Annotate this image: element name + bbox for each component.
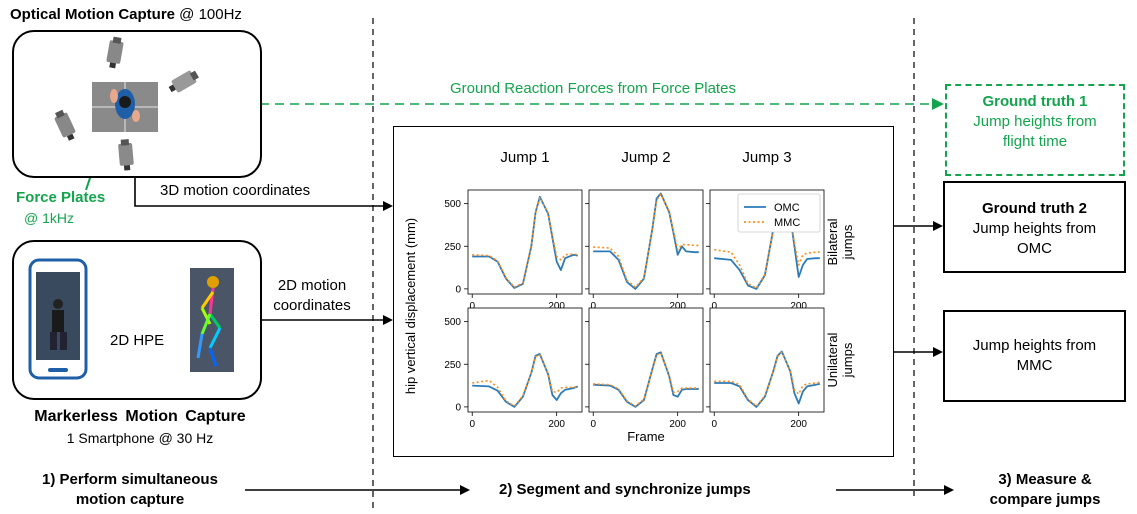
legend-label: MMC [774, 217, 800, 229]
mmc-jump-box: Jump heights from MMC [943, 310, 1126, 402]
ground-truth-1-box: Ground truth 1 Jump heights from flight … [945, 84, 1125, 176]
series-line-omc [593, 192, 699, 290]
step1-line1: 1) Perform simultaneous [42, 471, 218, 488]
x-axis-label: Frame [627, 429, 665, 444]
step1-line2: motion capture [75, 491, 185, 508]
x-tick-label: 0 [711, 301, 717, 312]
step3-line2: compare jumps [989, 491, 1101, 508]
camera-icon [54, 109, 76, 141]
step3-label: 3) Measure & compare jumps [960, 470, 1130, 510]
to-mmc-arrowhead [933, 347, 943, 357]
x-tick-label: 200 [548, 419, 565, 430]
x-tick-label: 0 [590, 301, 596, 312]
truth1-title: Ground truth 1 [982, 93, 1088, 110]
truth2-line1: Jump heights from [972, 220, 1097, 237]
x-tick-label: 200 [669, 419, 686, 430]
series-line-mmc [593, 193, 699, 288]
y-tick-label: 500 [444, 199, 461, 210]
force-plates-rate: @ 1kHz [24, 210, 74, 226]
series-line-omc [593, 351, 699, 408]
markerless-subtitle: 1 Smartphone @ 30 Hz [66, 430, 214, 446]
grf-label: Ground Reaction Forces from Force Plates [450, 80, 736, 97]
camera-icon [168, 70, 199, 93]
x-tick-label: 0 [711, 419, 717, 430]
y-tick-label: 250 [444, 242, 461, 253]
chart-panel [588, 189, 704, 295]
step1-arrowhead [460, 485, 470, 495]
truth2-line2: OMC [1017, 240, 1052, 257]
ground-truth-2-box: Ground truth 2 Jump heights from OMC [943, 181, 1126, 273]
hpe-label: 2D HPE [110, 332, 165, 349]
step2-arrowhead [944, 485, 954, 495]
optical-scene [54, 36, 199, 171]
motion3d-label: 3D motion coordinates [160, 182, 311, 199]
step3-line1: 3) Measure & [998, 471, 1092, 488]
force-plates-label: Force Plates [16, 189, 106, 206]
motion2d-label: 2D motion coordinates [262, 276, 362, 316]
x-tick-label: 0 [469, 301, 475, 312]
x-tick-label: 200 [548, 301, 565, 312]
optical-title: Optical Motion Capture @ 100Hz [10, 6, 242, 23]
optical-title-rate: @ 100Hz [179, 6, 242, 23]
truth1-line2: flight time [1002, 133, 1068, 150]
y-tick-label: 500 [444, 317, 461, 328]
optical-capture-box [12, 30, 262, 178]
row-label: Bilateraljumps [825, 218, 855, 265]
x-tick-label: 0 [590, 419, 596, 430]
y-tick-label: 250 [444, 360, 461, 371]
chart-panel [588, 307, 704, 413]
x-tick-label: 200 [790, 419, 807, 430]
chart-panel [467, 307, 583, 413]
mmc-box-line2: MMC [1016, 357, 1053, 374]
motion2d-label-line2: coordinates [273, 297, 351, 314]
person-topdown-icon [110, 89, 140, 122]
skeleton-icon [190, 268, 234, 372]
truth2-title: Ground truth 2 [982, 200, 1087, 217]
x-tick-label: 200 [790, 301, 807, 312]
motion3d-arrow [134, 178, 388, 207]
column-title: Jump 2 [621, 149, 670, 166]
series-line-mmc [714, 351, 820, 407]
motion3d-arrowhead [383, 201, 393, 211]
series-line-omc [714, 350, 820, 408]
y-tick-label: 0 [455, 284, 461, 295]
camera-icon [106, 36, 124, 69]
y-tick-label: 0 [455, 402, 461, 413]
column-title: Jump 1 [500, 149, 549, 166]
camera-icon [118, 139, 134, 171]
motion2d-label-line1: 2D motion [277, 277, 347, 294]
markerless-scene [28, 258, 234, 380]
column-title: Jump 3 [742, 149, 791, 166]
grf-arrowhead [932, 98, 944, 110]
step2-label: 2) Segment and synchronize jumps [499, 481, 751, 498]
markerless-title: Markerless Motion Capture [34, 408, 246, 425]
x-tick-label: 200 [669, 301, 686, 312]
to-truth2-arrowhead [933, 221, 943, 231]
optical-title-bold: Optical Motion Capture [10, 6, 175, 23]
series-line-mmc [472, 196, 578, 288]
step1-label: 1) Perform simultaneous motion capture [0, 470, 260, 510]
smartphone-icon [28, 258, 88, 380]
x-tick-label: 0 [469, 419, 475, 430]
mmc-box-line1: Jump heights from [972, 337, 1097, 354]
truth1-line1: Jump heights from [973, 113, 1097, 130]
legend-label: OMC [774, 202, 800, 214]
row-label: Unilateraljumps [825, 332, 855, 387]
series-line-omc [472, 353, 579, 408]
jump-chart: Jump 1 Jump 2 Jump 3 0 200 0 250 500 0 200 0 200 0 20… [403, 149, 855, 444]
chart-panel [709, 307, 825, 413]
markerless-capture-box [12, 240, 262, 400]
y-axis-label: hip vertical displacement (mm) [403, 218, 418, 394]
motion2d-arrowhead [383, 315, 393, 325]
